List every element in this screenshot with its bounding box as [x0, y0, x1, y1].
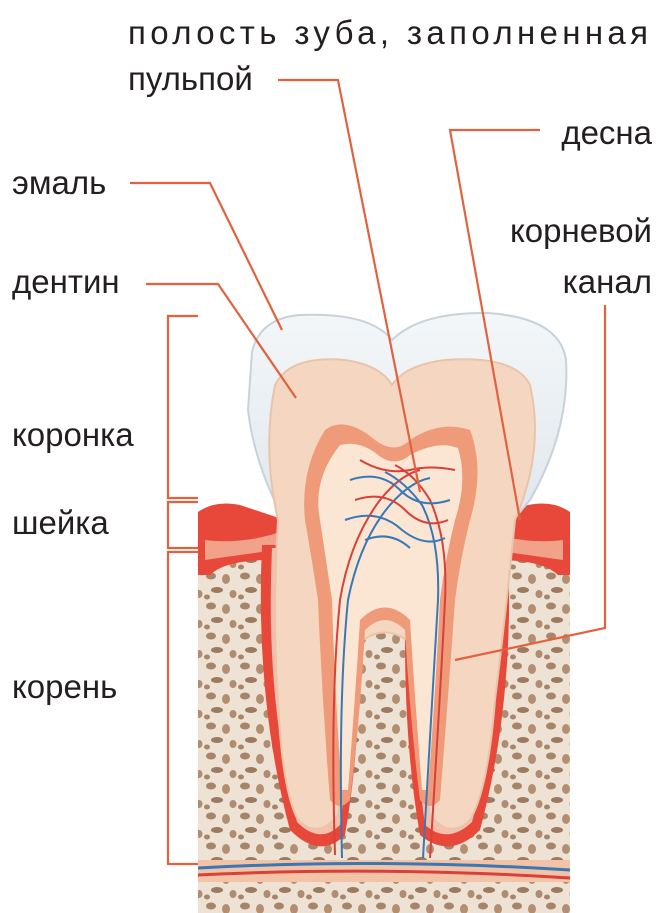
bracket-crown	[168, 316, 198, 498]
label-dentin: дентин	[12, 263, 120, 300]
bracket-root	[168, 552, 198, 864]
label-root-canal-line2: канал	[563, 263, 652, 300]
bracket-neck	[168, 502, 198, 548]
brackets	[168, 316, 198, 864]
label-enamel: эмаль	[12, 164, 106, 201]
label-root: корень	[12, 668, 117, 705]
label-crown: коронка	[12, 416, 134, 453]
label-pulp-cavity-line1: полость зуба, заполненная	[128, 14, 648, 51]
label-neck: шейка	[12, 504, 109, 541]
label-gum: десна	[561, 114, 652, 151]
label-pulp-cavity-line2: пульпой	[128, 60, 253, 97]
label-root-canal-line1: корневой	[510, 212, 652, 249]
leader-enamel	[130, 183, 282, 330]
